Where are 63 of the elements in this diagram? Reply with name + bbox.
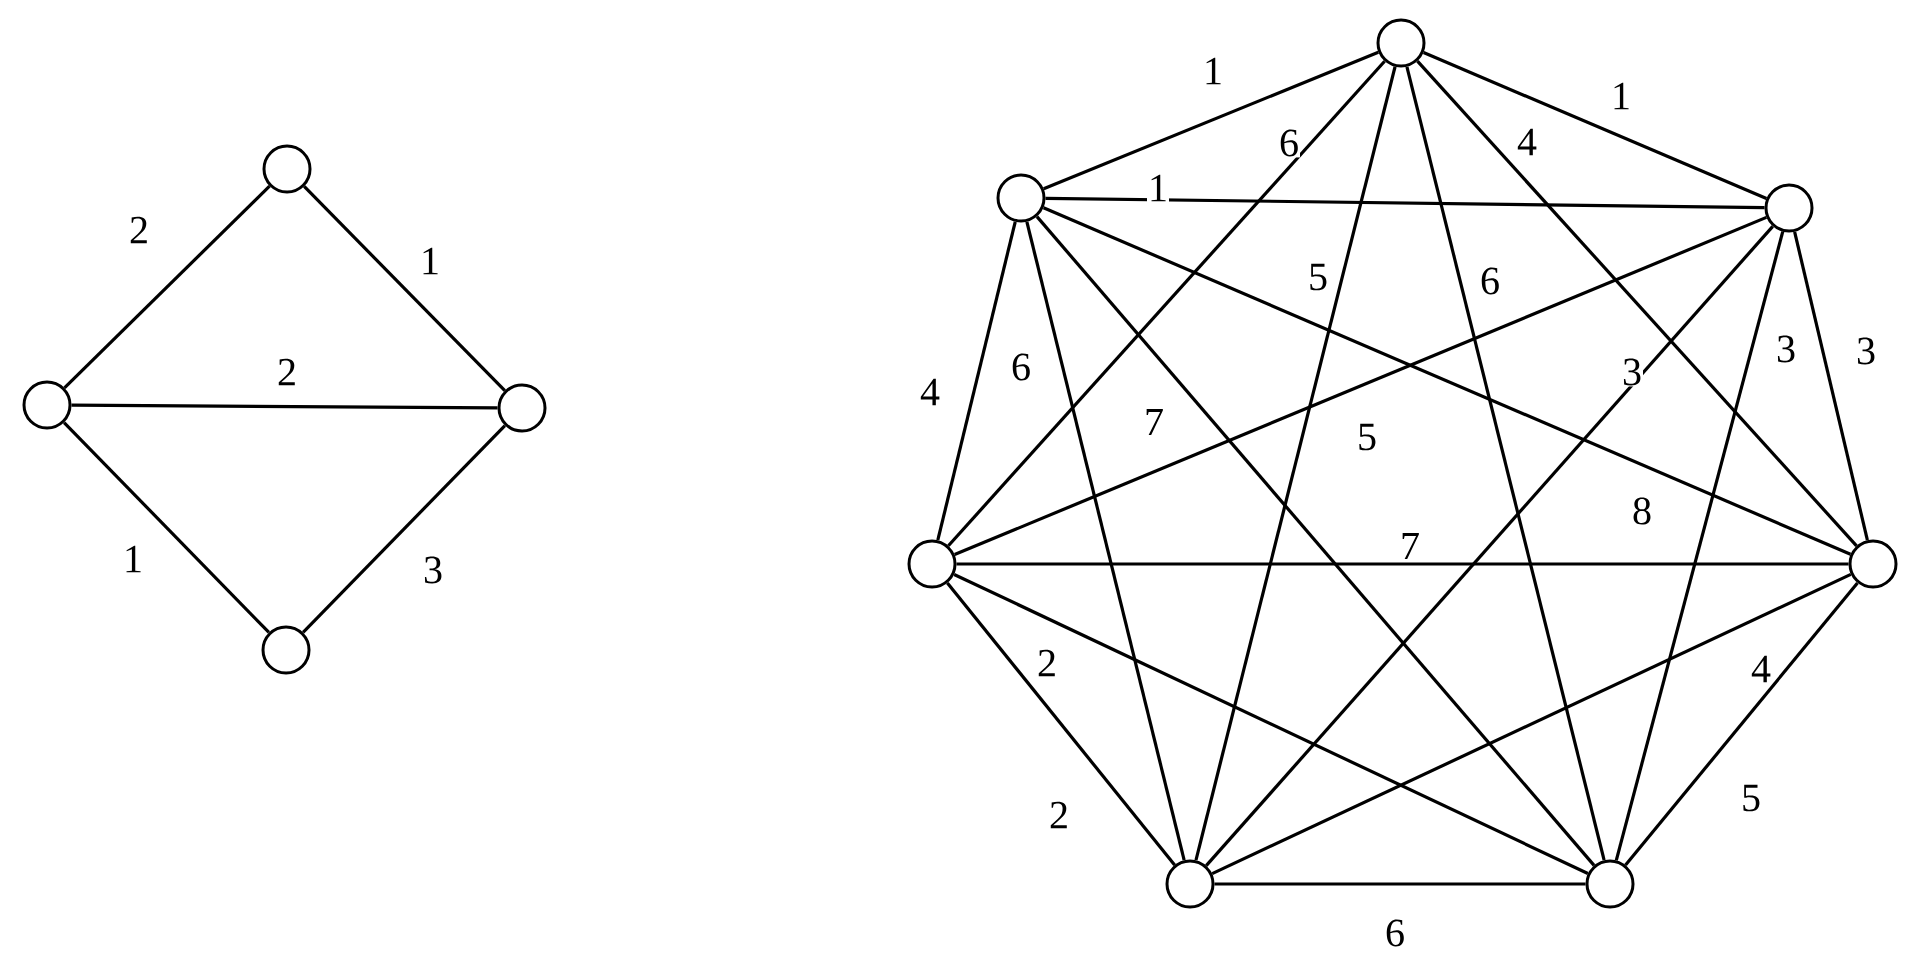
graph-edge <box>63 185 271 389</box>
edge-label: 4 <box>1750 654 1772 684</box>
edge-label: 1 <box>122 544 144 574</box>
graph-edge <box>1211 572 1852 876</box>
graph-edge <box>1025 221 1186 861</box>
graph-edge <box>1422 51 1768 200</box>
graph-edge <box>1045 196 1765 210</box>
vertex-circle <box>261 625 311 675</box>
vertex-circle <box>262 144 312 194</box>
graph-edge <box>1205 225 1774 867</box>
edge-label: 5 <box>1307 262 1329 292</box>
edge-label: 2 <box>276 357 298 387</box>
edge-label: 7 <box>1399 531 1421 561</box>
edge-label: 2 <box>1048 800 1070 830</box>
vertex-circle <box>1165 859 1215 909</box>
edge-label: 8 <box>1631 496 1653 526</box>
edge-label: 6 <box>1384 918 1406 948</box>
vertex-circle <box>22 380 72 430</box>
graph-edge <box>947 60 1386 547</box>
edge-label: 3 <box>1621 357 1643 387</box>
graph-edge <box>936 221 1017 541</box>
graph-edge <box>956 562 1849 566</box>
graph-edge <box>1042 206 1852 556</box>
edge-label: 1 <box>1147 173 1169 203</box>
edge-label: 6 <box>1010 352 1032 382</box>
edge-label: 2 <box>128 215 150 245</box>
edge-label: 6 <box>1278 128 1300 158</box>
graph-edge <box>62 421 271 634</box>
edge-label: 5 <box>1740 783 1762 813</box>
vertex-circle <box>996 173 1046 223</box>
graph-edge <box>1194 66 1397 861</box>
graph-edge <box>1614 231 1785 861</box>
edge-label: 5 <box>1356 422 1378 452</box>
edge-label: 4 <box>1516 127 1538 157</box>
vertex-circle <box>1848 539 1898 589</box>
graph-edge <box>1405 66 1606 861</box>
edge-label: 3 <box>1775 334 1797 364</box>
edge-label: 1 <box>419 246 441 276</box>
edge-label: 6 <box>1479 266 1501 296</box>
edge-label: 1 <box>1610 81 1632 111</box>
graph-edge <box>71 403 498 410</box>
graph-edge <box>1624 581 1859 867</box>
graph-edge <box>1043 50 1379 191</box>
vertex-circle <box>907 539 957 589</box>
edge-label: 1 <box>1202 56 1224 86</box>
vertex-circle <box>1376 18 1426 68</box>
graph-edge <box>303 185 506 392</box>
vertex-circle <box>497 383 547 433</box>
graph-edge <box>301 424 507 634</box>
vertex-circle <box>1764 183 1814 233</box>
edge-label: 4 <box>919 377 941 407</box>
graph-edge <box>954 215 1767 557</box>
edge-label: 3 <box>422 555 444 585</box>
edge-label: 7 <box>1143 407 1165 437</box>
graph-edge <box>1416 60 1858 547</box>
edge-label: 3 <box>1855 336 1877 366</box>
graph-edge <box>1214 882 1586 886</box>
graph-edge <box>1035 215 1596 867</box>
graph-edge <box>1793 231 1869 541</box>
graph-edge <box>953 573 1589 875</box>
edge-label: 2 <box>1036 648 1058 678</box>
graph-edge <box>946 582 1176 866</box>
vertex-circle <box>1585 859 1635 909</box>
